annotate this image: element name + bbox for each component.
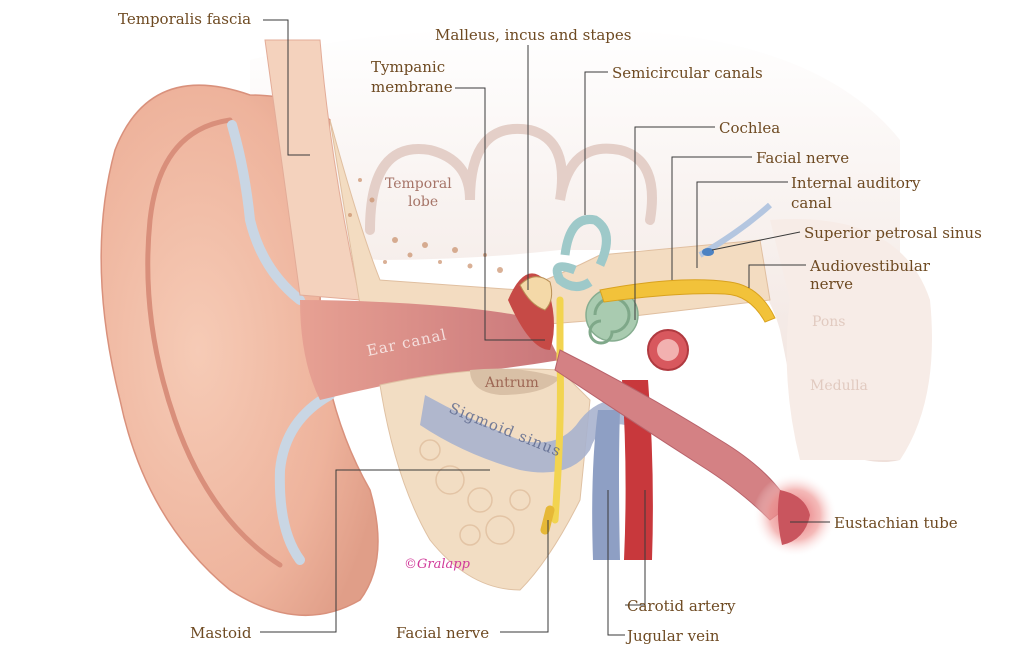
label-tympanic-membrane-line2: membrane: [371, 78, 453, 96]
auricle-helix-fold: [145, 117, 283, 568]
superior-petrosal-sinus-dot: [702, 248, 714, 256]
region-pons: Pons: [812, 314, 845, 330]
label-internal-auditory-canal-line2: canal: [791, 194, 832, 212]
audiovestibular-nerve: [599, 279, 776, 323]
region-temporal-lobe-line2: lobe: [408, 194, 438, 210]
region-temporal-lobe-line1: Temporal: [385, 176, 452, 192]
region-medulla: Medulla: [810, 378, 868, 394]
auricle-cartilage-upper: [227, 120, 305, 305]
brain-region: [250, 28, 900, 462]
label-audiovestibular-nerve-line2: nerve: [810, 275, 853, 293]
jugular-vein-vessel: [592, 410, 620, 560]
sigmoid-sinus: [420, 395, 630, 473]
label-tympanic-membrane-line1: Tympanic: [371, 58, 445, 76]
mastoid-air-cells: [419, 439, 531, 546]
carotid-loop-lumen: [657, 339, 679, 361]
ear-canal: [300, 300, 560, 400]
auricle-cartilage-lower: [274, 390, 335, 565]
pons-medulla-region: [770, 219, 932, 460]
region-antrum: Antrum: [484, 375, 539, 391]
label-semicircular-canals: Semicircular canals: [612, 64, 763, 82]
watermark: ©Gralapp: [404, 557, 471, 572]
label-facial-nerve-lower: Facial nerve: [396, 624, 489, 642]
label-jugular-vein: Jugular vein: [625, 627, 720, 645]
label-temporalis-fascia: Temporalis fascia: [118, 10, 251, 28]
label-cochlea: Cochlea: [719, 119, 780, 137]
label-facial-nerve-upper: Facial nerve: [756, 149, 849, 167]
label-internal-auditory-canal-line1: Internal auditory: [791, 174, 921, 192]
label-superior-petrosal-sinus: Superior petrosal sinus: [804, 224, 982, 242]
eustachian-tube-opening: [777, 490, 810, 545]
label-ossicles: Malleus, incus and stapes: [435, 26, 631, 44]
label-mastoid: Mastoid: [190, 624, 252, 642]
antrum-region: [470, 368, 560, 395]
label-eustachian-tube: Eustachian tube: [834, 514, 958, 532]
brain-folds: [365, 123, 657, 235]
label-audiovestibular-nerve-line1: Audiovestibular: [809, 257, 931, 275]
semicircular-canals: [552, 214, 611, 291]
label-carotid-artery: Carotid artery: [627, 597, 736, 615]
leader-lines: [260, 19, 830, 636]
